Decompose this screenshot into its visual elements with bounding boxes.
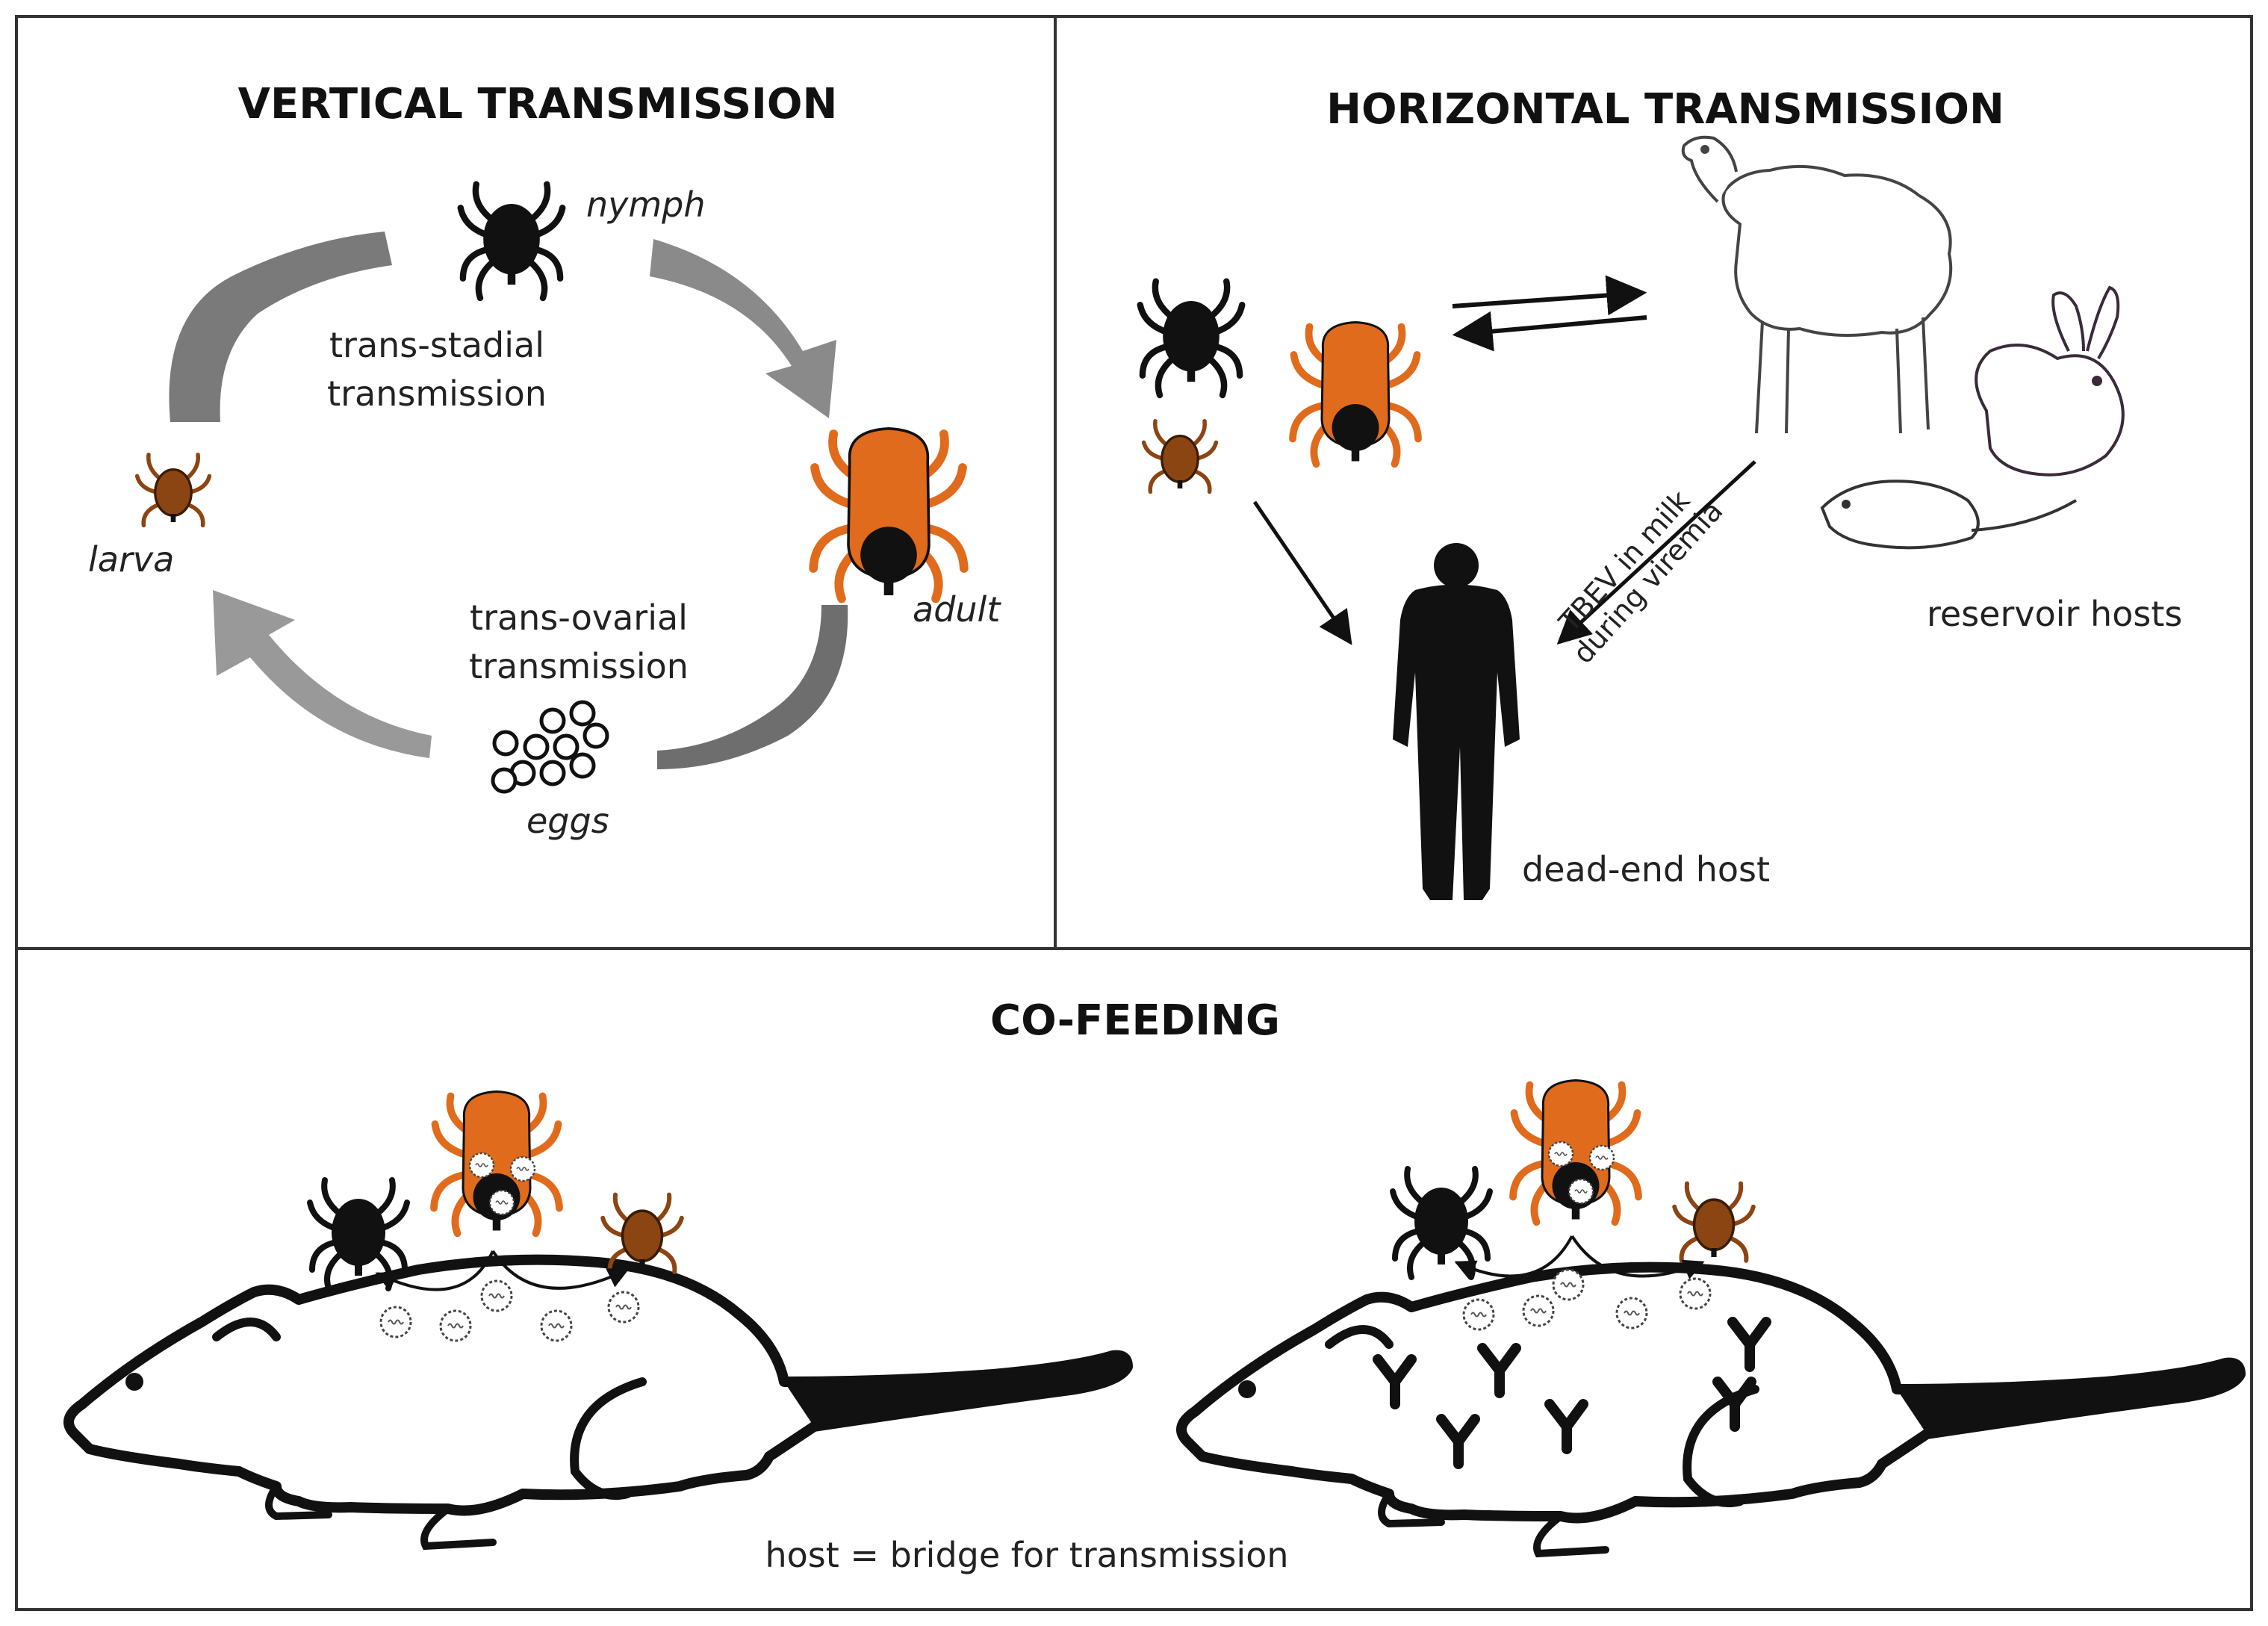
cycle-arrow-nymph-to-adult xyxy=(650,239,836,418)
virus-transfer-arrows-left xyxy=(375,1250,630,1291)
arrow-sheep-to-human xyxy=(1556,460,1756,645)
horizontal-title: HORIZONTAL TRANSMISSION xyxy=(1326,85,2004,134)
dead-end-host-label: dead-end host xyxy=(1522,849,1770,890)
vertical-title: VERTICAL TRANSMISSION xyxy=(238,80,838,128)
trans-stadial-line2: transmission xyxy=(327,373,547,414)
trans-ovarial-line1: trans-ovarial xyxy=(470,598,688,638)
adult-tick-icon xyxy=(813,429,964,599)
cycle-arrow-larva-to-nymph xyxy=(169,232,392,422)
vertical-panel: VERTICAL TRANSMISSION nymph adult eggs l… xyxy=(88,80,1001,841)
arrow-tick-to-host xyxy=(1452,275,1647,316)
human-silhouette-icon xyxy=(1393,543,1520,900)
panel-borders xyxy=(15,15,2253,1611)
mouse-icon xyxy=(1820,480,2078,550)
rat-right-icon xyxy=(1181,1267,2240,1554)
nymph-tick-icon xyxy=(1393,1169,1490,1277)
sheep-icon xyxy=(1681,135,1953,434)
rabbit-icon xyxy=(1975,285,2125,477)
arrow-tick-to-human xyxy=(1252,500,1352,645)
rat-left-icon xyxy=(69,1260,1128,1546)
arrow-host-to-tick xyxy=(1452,311,1647,352)
cycle-arrow-eggs-to-larva xyxy=(213,590,432,758)
nymph-tick-icon xyxy=(1140,282,1243,395)
milk-note: TBEV in milk during viremia xyxy=(1553,484,1730,670)
cofeeding-caption: host = bridge for transmission xyxy=(765,1535,1288,1575)
horizontal-panel: HORIZONTAL TRANSMISSION xyxy=(1140,85,2182,900)
adult-label: adult xyxy=(913,589,1001,630)
larva-tick-icon xyxy=(603,1195,682,1272)
larva-tick-icon xyxy=(1144,421,1217,492)
nymph-tick-icon xyxy=(461,184,563,298)
eggs-label: eggs xyxy=(526,801,609,841)
trans-stadial-line1: trans-stadial xyxy=(329,325,544,365)
nymph-label: nymph xyxy=(586,184,706,225)
eggs-icon xyxy=(491,700,609,794)
cofeeding-panel: CO-FEEDING xyxy=(69,996,2240,1575)
larva-tick-icon xyxy=(1674,1184,1753,1261)
cofeeding-title: CO-FEEDING xyxy=(990,996,1280,1045)
antibody-icons xyxy=(1373,1317,1771,1469)
adult-tick-icon xyxy=(1293,323,1418,465)
virus-transfer-arrows-right xyxy=(1454,1235,1705,1280)
reservoir-hosts-label: reservoir hosts xyxy=(1927,594,2182,634)
cycle-arrow-adult-to-eggs xyxy=(657,605,848,769)
larva-tick-icon xyxy=(137,455,210,526)
trans-ovarial-line2: transmission xyxy=(469,646,689,686)
larva-label: larva xyxy=(88,539,174,580)
